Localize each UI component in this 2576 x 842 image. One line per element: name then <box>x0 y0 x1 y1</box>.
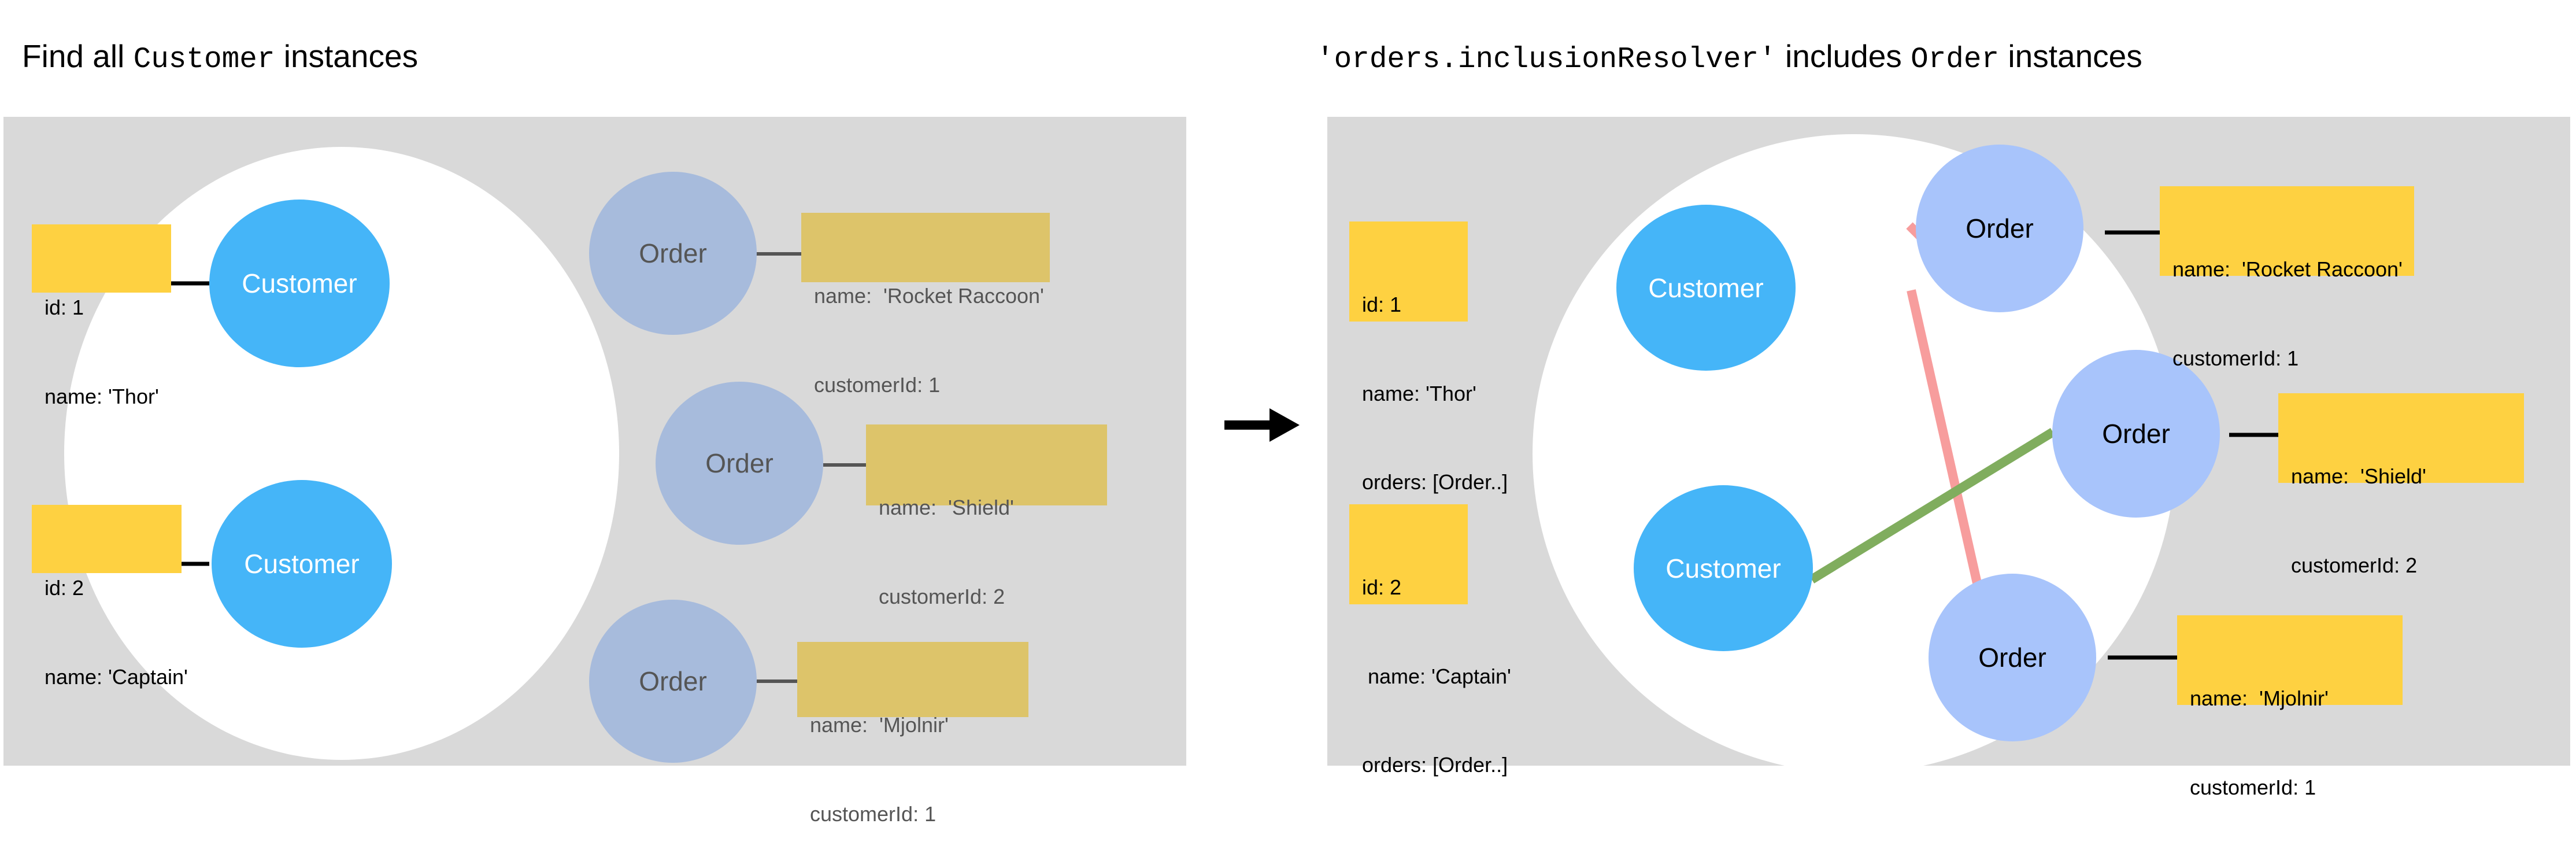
right-order-box-rocket-raccoon: name: 'Rocket Raccoon' customerId: 1 <box>2160 186 2414 370</box>
box-line-name: name: 'Shield' <box>2291 464 2426 489</box>
left-customer-node-1[interactable]: Customer <box>209 200 390 367</box>
box-line-name: name: 'Shield' <box>879 496 1014 520</box>
left-title-prefix: Find all <box>22 38 134 74</box>
right-title-suffix: instances <box>1999 38 2142 74</box>
box-line-name: name: 'Rocket Raccoon' <box>2172 257 2403 282</box>
right-order-box-shield: name: 'Shield' customerId: 2 <box>2278 393 2524 577</box>
right-order-node-rocket-raccoon[interactable]: Order <box>1916 145 2083 312</box>
right-panel: Customer Customer Order Order Order id: … <box>1327 117 2570 799</box>
box-line-name: name: 'Rocket Raccoon' <box>814 284 1044 308</box>
right-order-node-mjolnir[interactable]: Order <box>1929 574 2096 741</box>
box-line-customerid: customerId: 1 <box>2172 346 2299 370</box>
left-order-box-mjolnir: name: 'Mjolnir' customerId: 1 <box>797 642 1028 826</box>
right-customer-box-1: id: 1 name: 'Thor' orders: [Order..] <box>1349 221 1508 494</box>
node-label: Customer <box>1648 272 1764 303</box>
right-customer-node-2[interactable]: Customer <box>1634 485 1813 651</box>
left-customer-box-2: id: 2 name: 'Captain' <box>32 505 188 689</box>
box-line-name: name: 'Captain' <box>45 664 188 689</box>
right-title-middle: includes <box>1776 38 1911 74</box>
left-title-code: Customer <box>133 43 275 76</box>
box-line-id: id: 2 <box>1362 575 1402 600</box>
box-line-orders: orders: [Order..] <box>1362 470 1508 494</box>
left-panel-title: Find all Customer instances <box>22 40 418 75</box>
right-panel-title: 'orders.inclusionResolver' includes Orde… <box>1316 40 2142 75</box>
node-label: Order <box>1978 642 2046 673</box>
node-label: Customer <box>1665 553 1781 584</box>
right-order-box-mjolnir: name: 'Mjolnir' customerId: 1 <box>2177 615 2403 799</box>
right-customer-box-2: id: 2 name: 'Captain' orders: [Order..] <box>1349 504 1511 777</box>
node-label: Order <box>2102 419 2170 449</box>
node-label: Order <box>705 448 773 478</box>
left-order-box-shield: name: 'Shield' customerId: 2 <box>866 424 1107 608</box>
right-title-code-resolver: 'orders.inclusionResolver' <box>1316 43 1776 76</box>
left-title-suffix: instances <box>275 38 419 74</box>
box-line-id: id: 1 <box>45 296 84 320</box>
node-label: Order <box>639 238 707 268</box>
box-line-name: name: 'Mjolnir' <box>2190 686 2329 711</box>
left-customer-node-2[interactable]: Customer <box>212 480 392 648</box>
box-line-id: id: 1 <box>1362 293 1402 317</box>
right-customer-node-1[interactable]: Customer <box>1616 205 1796 371</box>
box-line-orders: orders: [Order..] <box>1362 752 1508 777</box>
left-order-node-mjolnir[interactable]: Order <box>589 600 757 763</box>
arrow-right-icon <box>1224 408 1300 442</box>
left-order-box-rocket-raccoon: name: 'Rocket Raccoon' customerId: 1 <box>801 213 1050 397</box>
left-customer-box-1: id: 1 name: 'Thor' <box>32 224 171 408</box>
box-line-name: name: 'Thor' <box>45 384 159 408</box>
box-line-customerid: customerId: 1 <box>810 802 937 826</box>
left-order-node-shield[interactable]: Order <box>656 382 823 545</box>
box-line-id: id: 2 <box>45 576 84 600</box>
left-order-node-rocket-raccoon[interactable]: Order <box>589 172 757 335</box>
box-line-customerid: customerId: 2 <box>2291 553 2418 577</box>
box-line-name: name: 'Captain' <box>1362 664 1511 688</box>
node-label: Customer <box>242 268 357 298</box>
right-order-node-shield[interactable]: Order <box>2052 350 2220 518</box>
node-label: Customer <box>244 549 360 579</box>
box-line-customerid: customerId: 1 <box>2190 775 2316 799</box>
box-line-customerid: customerId: 2 <box>879 584 1005 608</box>
node-label: Order <box>639 666 707 696</box>
left-panel: Customer Customer Order Order Order id: … <box>3 117 1186 826</box>
box-line-customerid: customerId: 1 <box>814 372 941 397</box>
node-label: Order <box>1966 213 2034 243</box>
box-line-name: name: 'Mjolnir' <box>810 713 949 737</box>
box-line-name: name: 'Thor' <box>1362 381 1476 405</box>
right-title-code-order: Order <box>1911 43 2000 76</box>
